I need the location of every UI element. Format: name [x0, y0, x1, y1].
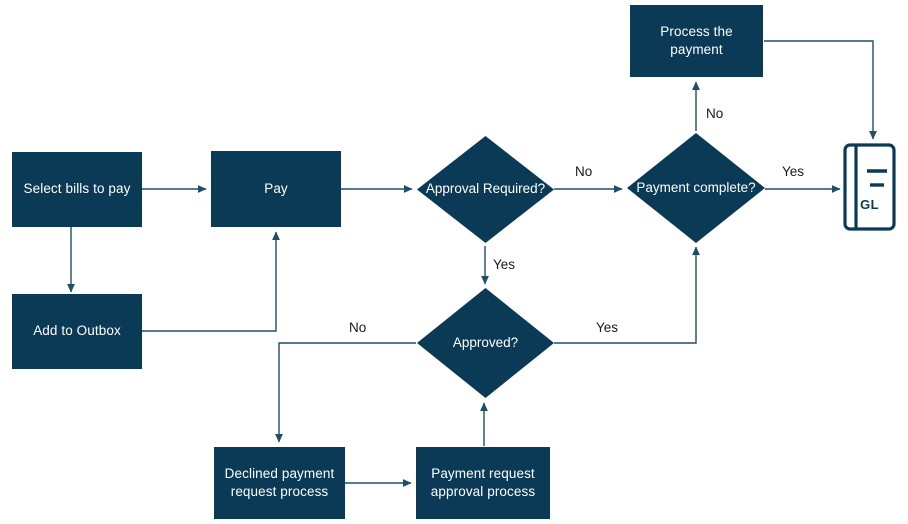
node-select-bills-to-pay-label: Select bills to pay [23, 181, 131, 197]
node-declined-payment-request-process[interactable]: Declined payment request process [214, 447, 345, 519]
node-payment-request-approval-process[interactable]: Payment request approval process [416, 447, 550, 519]
node-add-to-outbox[interactable]: Add to Outbox [12, 294, 142, 369]
node-declined-payment-request-process-label: Declined payment request process [224, 465, 335, 499]
edge-outbox-to-pay [142, 231, 280, 332]
node-add-to-outbox-label: Add to Outbox [33, 323, 121, 339]
node-select-bills-to-pay[interactable]: Select bills to pay [12, 152, 142, 227]
edge-label-approval-required-no: No [575, 164, 593, 179]
node-payment-complete[interactable]: Payment complete? [627, 133, 765, 243]
edge-label-approved-no: No [349, 320, 367, 335]
edge-label-approved-yes: Yes [596, 320, 619, 335]
edge-process-payment-to-gl [764, 40, 877, 140]
node-approval-required[interactable]: Approval Required? [417, 136, 554, 243]
edge-approved-no [275, 342, 416, 443]
node-approved[interactable]: Approved? [417, 288, 554, 398]
node-process-the-payment-label: Process the payment [660, 23, 733, 57]
node-payment-request-approval-process-label: Payment request approval process [430, 465, 536, 499]
edge-label-payment-complete-yes: Yes [782, 164, 805, 179]
gl-book-icon [843, 143, 896, 231]
node-pay[interactable]: Pay [211, 151, 341, 227]
node-gl-label: GL [860, 197, 879, 212]
edge-approved-yes [554, 246, 700, 344]
node-gl-ledger[interactable]: GL [843, 143, 896, 231]
node-process-the-payment[interactable]: Process the payment [630, 5, 763, 77]
edge-label-approval-required-yes: Yes [493, 257, 516, 272]
edge-label-payment-complete-no: No [706, 106, 724, 121]
node-pay-label: Pay [264, 180, 288, 196]
